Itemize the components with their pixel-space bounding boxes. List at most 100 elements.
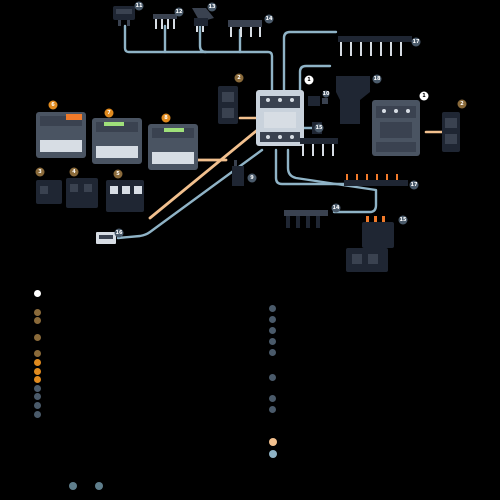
component-17-busbar-lower [344, 174, 408, 186]
component-14-link [228, 20, 262, 37]
svg-text:1: 1 [422, 93, 426, 99]
svg-text:18: 18 [374, 76, 381, 82]
svg-text:17: 17 [411, 182, 418, 188]
component-2-aux-switch-left [218, 86, 238, 124]
callout-5: 5 [113, 169, 123, 179]
callout-2-right: 2 [457, 99, 467, 109]
callout-4: 4 [69, 167, 79, 177]
legend-left-item: 5 [34, 350, 41, 358]
callout-11: 11 [134, 1, 144, 11]
component-10-frame [336, 76, 370, 124]
svg-text:2: 2 [460, 101, 464, 107]
legend-mid-item: 12 [269, 305, 276, 312]
component-3-aux-block [36, 180, 62, 204]
key-bottom-item [95, 482, 103, 490]
legend-mid-item: 16 [269, 349, 276, 356]
cable-top-accessories [123, 24, 274, 94]
svg-text:7: 7 [107, 110, 111, 116]
svg-text:5: 5 [116, 171, 120, 177]
svg-text:15: 15 [316, 125, 323, 131]
legend-mid-item: 14 [269, 327, 276, 334]
legend-left-item: 11 [34, 402, 41, 409]
callout-1-right: 1 [419, 91, 429, 101]
key-right-item [269, 438, 277, 446]
legend-mid-item: 18 [269, 395, 276, 402]
legend-left-item: 7 [34, 367, 41, 375]
callout-16: 16 [114, 228, 124, 238]
callout-8: 8 [161, 113, 171, 123]
component-14-link-lower [284, 210, 328, 228]
component-3-small-module [308, 96, 320, 106]
component-17-busbar-top [338, 36, 412, 56]
svg-text:3: 3 [38, 169, 42, 175]
legend-left-item: 3 [34, 317, 41, 325]
component-4-aux-block [66, 178, 98, 208]
cable-right-upper [298, 64, 332, 94]
svg-text:9: 9 [250, 175, 254, 181]
svg-text:4: 4 [72, 169, 76, 175]
cable-orange-diagonal [148, 116, 274, 220]
callout-18: 18 [372, 74, 382, 84]
callout-17: 17 [411, 37, 421, 47]
svg-text:15: 15 [400, 217, 407, 223]
svg-text:10: 10 [323, 91, 330, 97]
svg-text:11: 11 [136, 3, 143, 9]
callout-15: 15 [398, 215, 408, 225]
cable-right-lower-2 [286, 148, 378, 214]
legend-mid-item: 19 [269, 406, 276, 413]
component-4-marker [322, 98, 328, 104]
svg-text:1: 1 [307, 77, 311, 83]
svg-text:14: 14 [333, 205, 340, 211]
component-8-overload-relay [148, 124, 198, 170]
callout-17-lower: 17 [409, 180, 419, 190]
cable-right-lower [274, 148, 346, 186]
component-16-plug [96, 232, 116, 244]
component-1-central-contactor [256, 90, 304, 146]
legend-mid-item: 17 [269, 374, 276, 381]
component-15-connector-block [346, 216, 394, 272]
callout-12: 12 [174, 7, 184, 17]
callout-14: 14 [264, 14, 274, 24]
component-7-overload-relay [92, 118, 142, 164]
accessory-row-top [113, 6, 412, 56]
callout-9: 9 [247, 173, 257, 183]
legend-left-item: 10 [34, 393, 41, 401]
callout-7: 7 [104, 108, 114, 118]
diagram-sheet [33, 0, 467, 500]
component-5-aux-block [106, 180, 144, 212]
svg-text:2: 2 [237, 75, 241, 81]
component-6-overload-relay [36, 112, 86, 158]
legend-mid-item: 15 [269, 338, 276, 345]
svg-text:16: 16 [116, 230, 123, 236]
component-12-pins [153, 14, 177, 29]
svg-text:12: 12 [176, 9, 183, 15]
key-bottom-item [69, 482, 77, 490]
svg-text:8: 8 [164, 115, 168, 121]
key-right-item [269, 450, 277, 458]
svg-text:17: 17 [413, 39, 420, 45]
legend-left-item: 6 [34, 359, 41, 366]
legend-left-item: 12 [34, 410, 41, 418]
component-18-busbar-mid [300, 138, 338, 156]
component-13-cable-connector [192, 8, 214, 32]
cable-top-13 [198, 24, 208, 54]
legend-mid-item: 13 [269, 316, 276, 323]
callout-3: 3 [35, 167, 45, 177]
callout-10: 10 [322, 90, 330, 98]
svg-text:6: 6 [51, 102, 55, 108]
cable-bottom-16 [116, 148, 264, 240]
svg-text:14: 14 [266, 16, 273, 22]
legend-left-item: 9 [34, 384, 41, 392]
legend-left-item: 1 [34, 290, 41, 297]
component-1-right-contactor [372, 100, 420, 156]
callouts: 11 12 13 14 17 2 1 18 1 2 6 7 8 3 4 5 9 … [35, 1, 467, 238]
component-11-terminal [113, 6, 135, 26]
component-9-surge-suppressor [232, 160, 244, 186]
callout-14-lower: 14 [331, 203, 341, 213]
component-2-aux-switch-right [442, 112, 460, 152]
callout-6: 6 [48, 100, 58, 110]
callout-15-lower: 15 [314, 123, 324, 133]
legend-left-item: 2 [34, 308, 41, 316]
